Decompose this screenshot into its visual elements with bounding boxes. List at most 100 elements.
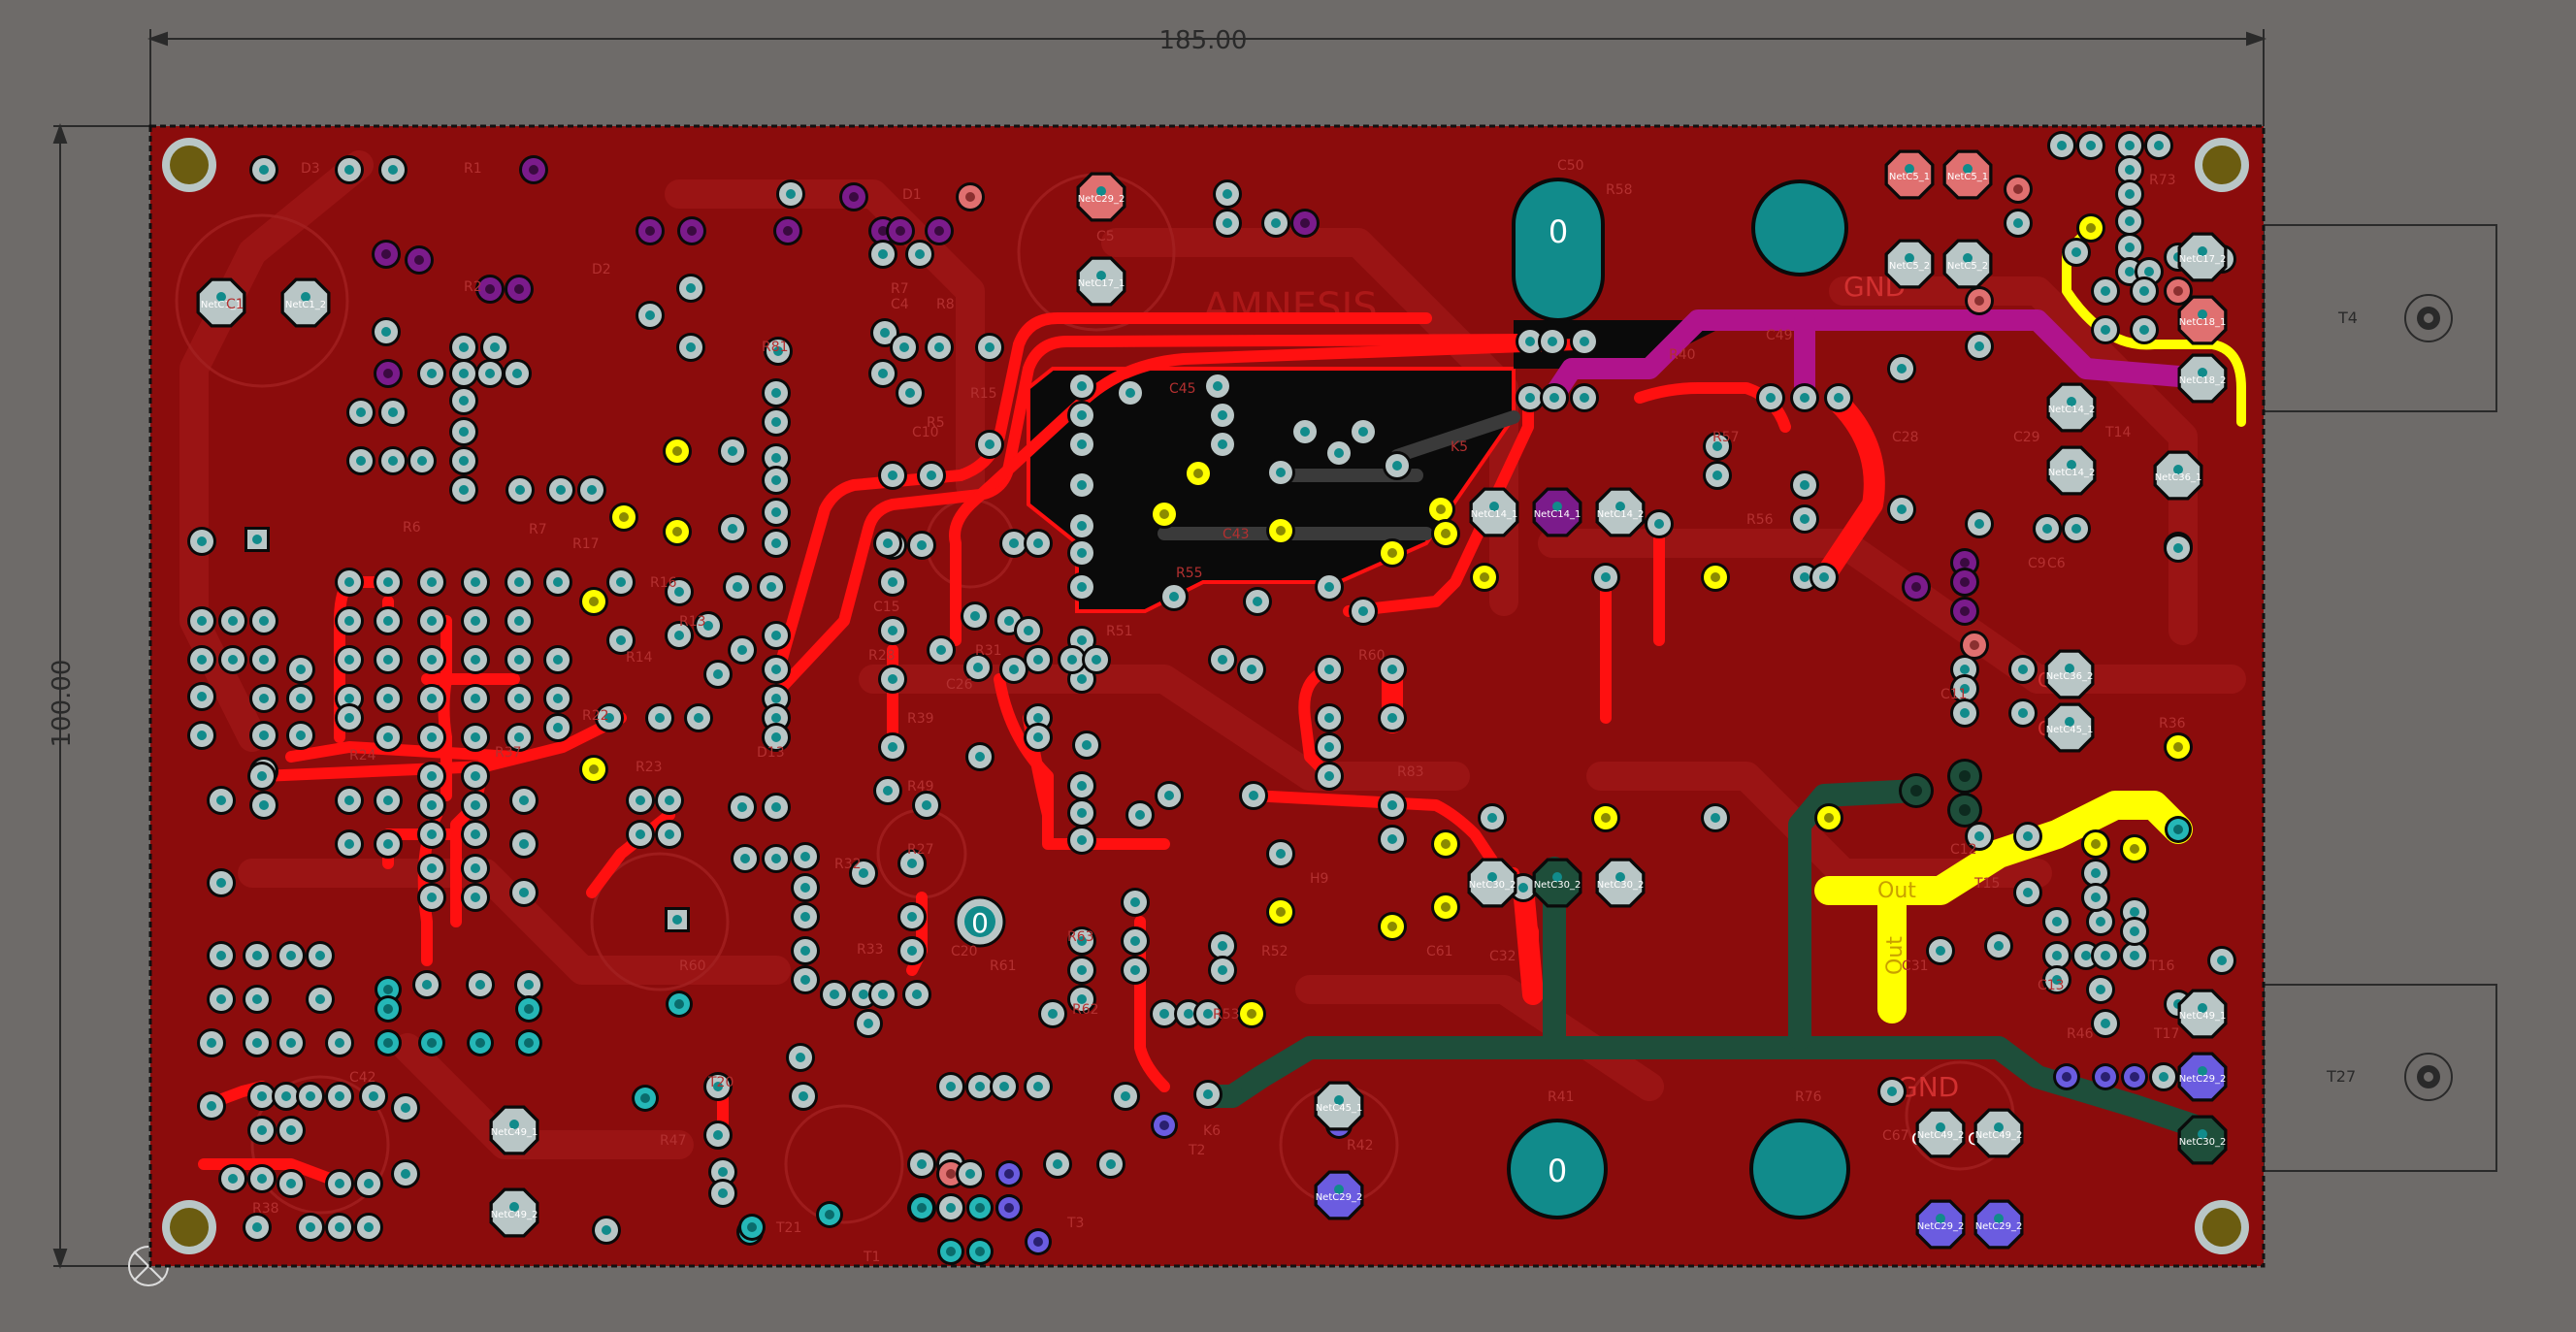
through-hole-pad[interactable] bbox=[335, 703, 364, 732]
through-hole-pad[interactable] bbox=[1516, 327, 1545, 356]
through-hole-pad[interactable] bbox=[1540, 383, 1569, 412]
through-hole-pad[interactable] bbox=[1950, 597, 1979, 626]
through-hole-pad[interactable] bbox=[1067, 511, 1096, 540]
through-hole-pad[interactable] bbox=[335, 645, 364, 674]
through-hole-pad[interactable] bbox=[1121, 926, 1150, 956]
through-hole-pad[interactable] bbox=[975, 333, 1004, 362]
through-hole-pad[interactable] bbox=[197, 1028, 226, 1057]
net-pad[interactable]: NetC30_2 bbox=[1595, 858, 1646, 908]
net-pad[interactable]: NetC30_2 bbox=[1532, 858, 1582, 908]
through-hole-pad[interactable] bbox=[1237, 655, 1266, 684]
through-hole-pad[interactable] bbox=[626, 786, 655, 815]
through-hole-pad[interactable] bbox=[1701, 563, 1730, 592]
through-hole-pad[interactable] bbox=[694, 611, 723, 640]
through-hole-pad[interactable] bbox=[762, 723, 791, 752]
through-hole-pad[interactable] bbox=[2013, 878, 2042, 907]
through-hole-pad[interactable] bbox=[878, 461, 907, 490]
through-hole-pad[interactable] bbox=[937, 1238, 964, 1265]
through-hole-pad[interactable] bbox=[417, 723, 446, 752]
through-hole-pad[interactable] bbox=[925, 333, 954, 362]
through-hole-pad[interactable] bbox=[902, 980, 931, 1009]
through-hole-pad[interactable] bbox=[375, 995, 402, 1023]
through-hole-pad[interactable] bbox=[757, 572, 786, 601]
through-hole-pad[interactable] bbox=[354, 1169, 383, 1198]
through-hole-pad[interactable] bbox=[1378, 791, 1407, 820]
through-hole-pad[interactable] bbox=[2092, 1063, 2119, 1090]
through-hole-pad[interactable] bbox=[374, 606, 403, 635]
through-hole-pad[interactable] bbox=[207, 985, 236, 1014]
through-hole-pad[interactable] bbox=[2004, 209, 2033, 238]
through-hole-pad[interactable] bbox=[335, 568, 364, 597]
through-hole-pad[interactable] bbox=[2115, 179, 2144, 209]
through-hole-pad[interactable] bbox=[1824, 383, 1853, 412]
through-hole-pad[interactable] bbox=[335, 606, 364, 635]
net-pad[interactable]: NetC49_1 bbox=[489, 1105, 539, 1155]
through-hole-pad[interactable] bbox=[878, 616, 907, 645]
through-hole-pad[interactable] bbox=[2091, 941, 2120, 970]
through-hole-pad[interactable] bbox=[1431, 829, 1460, 859]
through-hole-pad[interactable] bbox=[1645, 509, 1674, 538]
through-hole-pad[interactable] bbox=[1203, 372, 1232, 401]
through-hole-pad[interactable] bbox=[1208, 401, 1237, 430]
through-hole-pad[interactable] bbox=[417, 791, 446, 820]
through-hole-pad[interactable] bbox=[466, 970, 495, 999]
through-hole-pad[interactable] bbox=[207, 868, 236, 897]
through-hole-pad[interactable] bbox=[1324, 439, 1353, 468]
through-hole-pad[interactable] bbox=[417, 762, 446, 791]
through-hole-pad[interactable] bbox=[1067, 985, 1096, 1014]
through-hole-pad[interactable] bbox=[728, 793, 757, 822]
through-hole-pad[interactable] bbox=[655, 820, 684, 849]
through-hole-pad[interactable] bbox=[335, 829, 364, 859]
through-hole-pad[interactable] bbox=[2008, 698, 2038, 728]
through-hole-pad[interactable] bbox=[247, 1082, 277, 1111]
through-hole-pad[interactable] bbox=[359, 1082, 388, 1111]
through-hole-pad[interactable] bbox=[1315, 732, 1344, 762]
through-hole-pad[interactable] bbox=[2144, 131, 2173, 160]
net-pad[interactable]: NetC5_1 bbox=[1942, 149, 1993, 200]
through-hole-pad[interactable] bbox=[306, 941, 335, 970]
through-hole-pad[interactable] bbox=[374, 359, 403, 388]
through-hole-pad[interactable] bbox=[461, 606, 490, 635]
net-pad[interactable]: NetC36_2 bbox=[2044, 649, 2095, 699]
through-hole-pad[interactable] bbox=[2091, 315, 2120, 344]
through-hole-pad[interactable] bbox=[1266, 839, 1295, 868]
through-hole-pad[interactable] bbox=[286, 655, 315, 684]
through-hole-pad[interactable] bbox=[965, 1072, 995, 1101]
through-hole-pad[interactable] bbox=[286, 684, 315, 713]
through-hole-pad[interactable] bbox=[417, 568, 446, 597]
through-hole-pad[interactable] bbox=[449, 359, 478, 388]
through-hole-pad[interactable] bbox=[2207, 946, 2236, 975]
through-hole-pad[interactable] bbox=[676, 274, 705, 303]
through-hole-pad[interactable] bbox=[1072, 731, 1101, 760]
through-hole-pad[interactable] bbox=[873, 529, 902, 558]
through-hole-pad[interactable] bbox=[277, 1028, 306, 1057]
through-hole-pad[interactable] bbox=[417, 606, 446, 635]
through-hole-pad[interactable] bbox=[505, 475, 535, 504]
through-hole-pad[interactable] bbox=[839, 182, 868, 211]
through-hole-pad[interactable] bbox=[374, 829, 403, 859]
through-hole-pad[interactable] bbox=[975, 430, 1004, 459]
through-hole-pad[interactable] bbox=[1125, 800, 1155, 829]
through-hole-pad[interactable] bbox=[1116, 378, 1145, 407]
pads-layer[interactable] bbox=[187, 131, 2236, 1265]
through-hole-pad[interactable] bbox=[2062, 238, 2091, 267]
through-hole-pad[interactable] bbox=[1570, 383, 1599, 412]
through-hole-pad[interactable] bbox=[509, 786, 538, 815]
through-hole-pad[interactable] bbox=[417, 820, 446, 849]
through-hole-pad[interactable] bbox=[375, 1029, 402, 1056]
through-hole-pad[interactable] bbox=[372, 240, 401, 269]
through-hole-pad[interactable] bbox=[2115, 131, 2144, 160]
through-hole-pad[interactable] bbox=[247, 762, 277, 791]
net-pad[interactable]: NetC30_2 bbox=[2177, 1115, 2228, 1165]
through-hole-pad[interactable] bbox=[677, 216, 706, 245]
through-hole-pad[interactable] bbox=[1290, 417, 1320, 446]
through-hole-pad[interactable] bbox=[354, 1213, 383, 1242]
through-hole-pad[interactable] bbox=[417, 359, 446, 388]
through-hole-pad[interactable] bbox=[2120, 941, 2149, 970]
through-hole-pad[interactable] bbox=[886, 216, 915, 245]
through-hole-pad[interactable] bbox=[990, 1072, 1019, 1101]
through-hole-pad[interactable] bbox=[2164, 732, 2193, 762]
through-hole-pad[interactable] bbox=[449, 475, 478, 504]
net-pad[interactable]: NetC49_2 bbox=[489, 1187, 539, 1238]
through-hole-pad[interactable] bbox=[1431, 519, 1460, 548]
